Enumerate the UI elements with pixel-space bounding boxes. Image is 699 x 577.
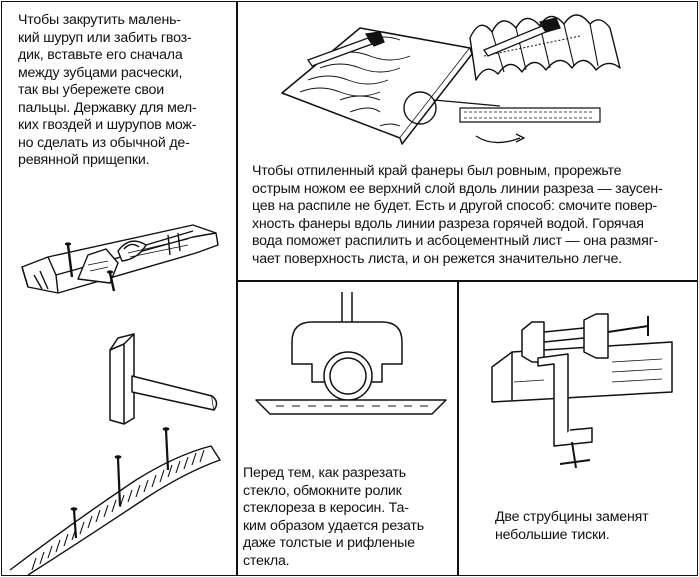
panel-plywood — [236, 1, 698, 282]
clothespin-illustration — [18, 205, 228, 315]
tip-glass-text: Перед тем, как разрезать стекло, обмокни… — [243, 465, 424, 569]
hammer-comb-illustration — [6, 330, 231, 575]
panel-clamps — [457, 280, 698, 576]
tip-plywood-text: Чтобы отпиленный край фанеры был ровным,… — [252, 163, 663, 267]
plywood-saw-illustration — [280, 8, 690, 153]
tip-small-screw-text: Чтобы закрутить малень- кий шуруп или за… — [18, 12, 197, 168]
panel-small-screw — [1, 1, 238, 576]
clamps-illustration — [472, 292, 692, 482]
tip-clamps-text: Две струбцины заменят небольшие тиски. — [495, 509, 649, 543]
panel-glass — [236, 280, 459, 576]
glass-cutter-illustration — [252, 292, 452, 437]
